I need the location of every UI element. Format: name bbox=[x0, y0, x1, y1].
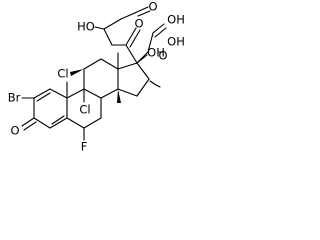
chemical-structure-diagram: Cl Cl Br O F OH HO OH O OH O O bbox=[0, 0, 189, 175]
atom-label-ketone-oxygen: O bbox=[134, 17, 143, 31]
atom-label-c11-chlorine: Cl bbox=[57, 67, 68, 81]
ring-d bbox=[117, 62, 150, 97]
atom-label-c2-bromine: Br bbox=[8, 91, 21, 105]
atom-label-c9-chlorine: Cl bbox=[79, 103, 90, 117]
atom-label-acid2-hydroxyl: OH bbox=[167, 35, 185, 49]
ring-b bbox=[66, 88, 102, 129]
ring-c bbox=[83, 58, 119, 99]
atom-labels: Cl Cl Br O F OH HO OH O OH O O bbox=[8, 0, 185, 154]
atom-label-c3-oxygen: O bbox=[10, 124, 19, 138]
atom-label-c6-fluorine: F bbox=[81, 140, 88, 154]
atom-label-acid1-hydroxyl: OH bbox=[167, 13, 185, 27]
atom-label-side-chain-hydroxyl: HO bbox=[77, 20, 95, 34]
wedge-bond-c14 bbox=[117, 89, 121, 103]
atom-label-acid1-carbonyl: O bbox=[148, 0, 157, 14]
substituent-bonds bbox=[21, 6, 167, 141]
atom-label-acid2-carbonyl: O bbox=[158, 49, 167, 63]
atom-label-c17-hydroxyl: OH bbox=[147, 46, 165, 60]
ring-a bbox=[33, 88, 68, 129]
wedge-bond-c11 bbox=[70, 69, 84, 76]
